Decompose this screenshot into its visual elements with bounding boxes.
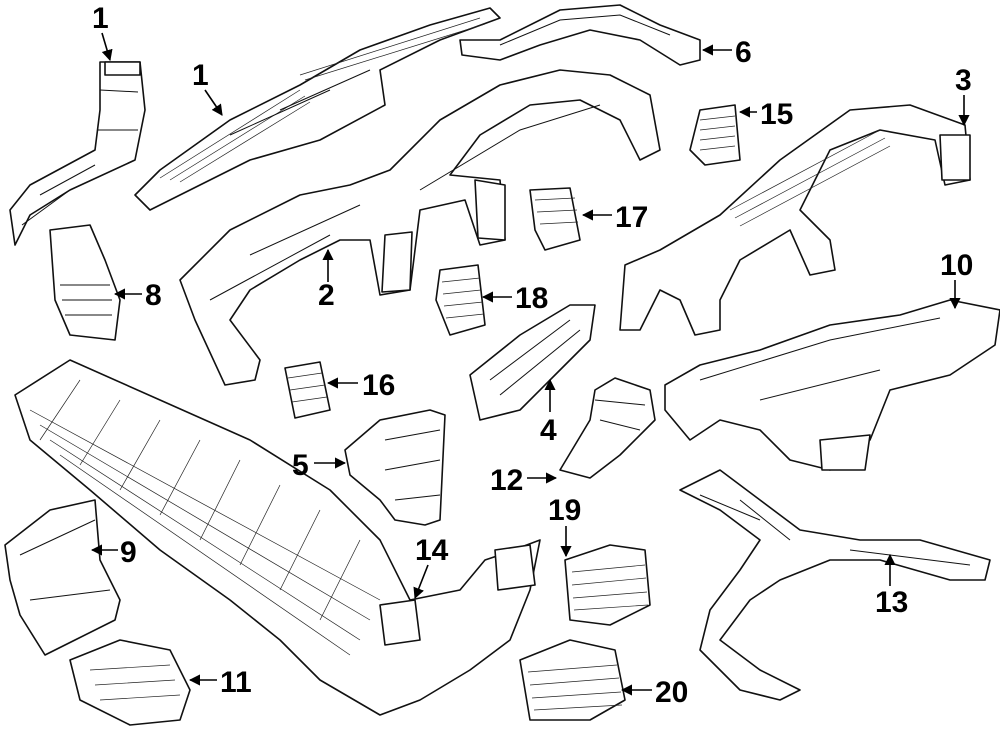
callout-8: 8 <box>113 279 162 312</box>
part-14-floor-duct <box>14 359 541 716</box>
callout-20: 20 <box>620 676 688 709</box>
part-6-duct <box>459 4 701 66</box>
part-18-vent <box>435 264 486 336</box>
part-4-duct <box>469 304 596 421</box>
callout-10: 10 <box>940 249 973 310</box>
callout-label: 1 <box>92 2 109 35</box>
callout-13: 13 <box>875 553 908 619</box>
part-1-defroster-duct <box>134 7 501 211</box>
part-16-vent <box>284 361 331 419</box>
callout-17: 17 <box>581 201 648 234</box>
part-11-duct <box>69 639 191 726</box>
callout-label: 4 <box>540 414 557 447</box>
callout-9: 9 <box>90 536 137 569</box>
callout-18: 18 <box>481 282 548 315</box>
part-5-duct <box>344 409 446 526</box>
callout-4: 4 <box>540 378 557 447</box>
callout-label: 3 <box>955 64 972 97</box>
callout-19: 19 <box>548 494 581 558</box>
callout-label: 11 <box>220 666 252 699</box>
part-12-duct <box>559 377 656 479</box>
callout-label: 16 <box>362 369 395 402</box>
callout-label: 5 <box>292 449 309 482</box>
callout-label: 20 <box>655 676 688 709</box>
callout-label: 6 <box>735 36 752 69</box>
callout-7: 1 <box>92 2 113 62</box>
part-20-vent <box>519 639 626 721</box>
callout-label: 14 <box>415 534 449 567</box>
part-10-duct <box>664 299 1000 471</box>
callout-label: 18 <box>515 282 548 315</box>
callout-11: 11 <box>188 666 252 699</box>
part-17-vent <box>529 187 581 251</box>
callout-6: 6 <box>701 36 752 69</box>
callout-12: 12 <box>490 464 558 497</box>
callout-label: 17 <box>615 201 648 234</box>
callout-label: 2 <box>318 279 335 312</box>
part-8-duct <box>49 224 121 341</box>
callout-5: 5 <box>292 449 347 482</box>
callout-3: 3 <box>955 64 972 127</box>
callout-14: 14 <box>413 534 449 600</box>
callout-label: 13 <box>875 586 908 619</box>
part-3-duct <box>619 104 971 336</box>
callout-label: 9 <box>120 536 137 569</box>
callout-label: 19 <box>548 494 581 527</box>
callout-label: 10 <box>940 249 973 282</box>
callout-label: 8 <box>145 279 162 312</box>
part-9-duct <box>4 499 121 656</box>
part-7-duct <box>9 61 146 246</box>
part-13-duct <box>679 469 991 701</box>
callout-label: 15 <box>760 98 793 131</box>
callout-label: 1 <box>192 59 209 92</box>
part-19-vent <box>564 544 651 626</box>
part-15-vent <box>689 104 741 166</box>
callout-16: 16 <box>326 369 395 402</box>
callout-2: 2 <box>318 248 335 312</box>
callout-1: 1 <box>192 59 223 116</box>
callout-label: 12 <box>490 464 523 497</box>
part-2-main-duct <box>179 69 661 386</box>
callout-15: 15 <box>738 98 793 131</box>
